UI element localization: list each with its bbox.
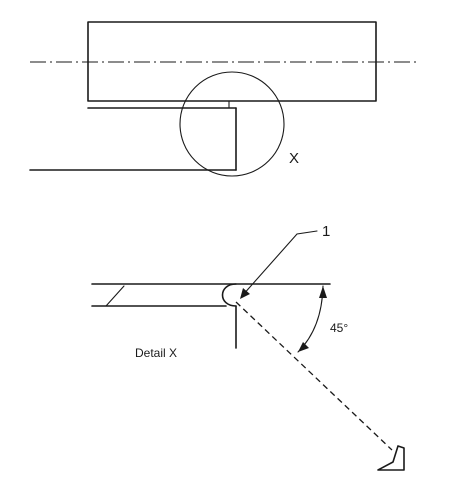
weld-bead (221, 283, 237, 307)
callout-number: 1 (322, 223, 330, 240)
torch-direction-line (235, 301, 393, 451)
angle-arc (297, 285, 324, 353)
callout-arrowhead (240, 288, 250, 299)
upper-plate (87, 21, 377, 102)
torch-nozzle-icon (377, 445, 405, 471)
detail-marker-label: X (289, 150, 299, 167)
angle-label: 45° (330, 321, 348, 335)
callout-leader (241, 230, 318, 297)
section-hatch (105, 285, 125, 307)
angle-arrowhead-bottom (298, 342, 309, 352)
top-view: X (29, 21, 420, 177)
detail-view: 45° 1 Detail X (91, 223, 405, 471)
angle-arrowhead-top (319, 286, 327, 298)
detail-circle (179, 71, 285, 177)
detail-caption: Detail X (135, 346, 177, 360)
